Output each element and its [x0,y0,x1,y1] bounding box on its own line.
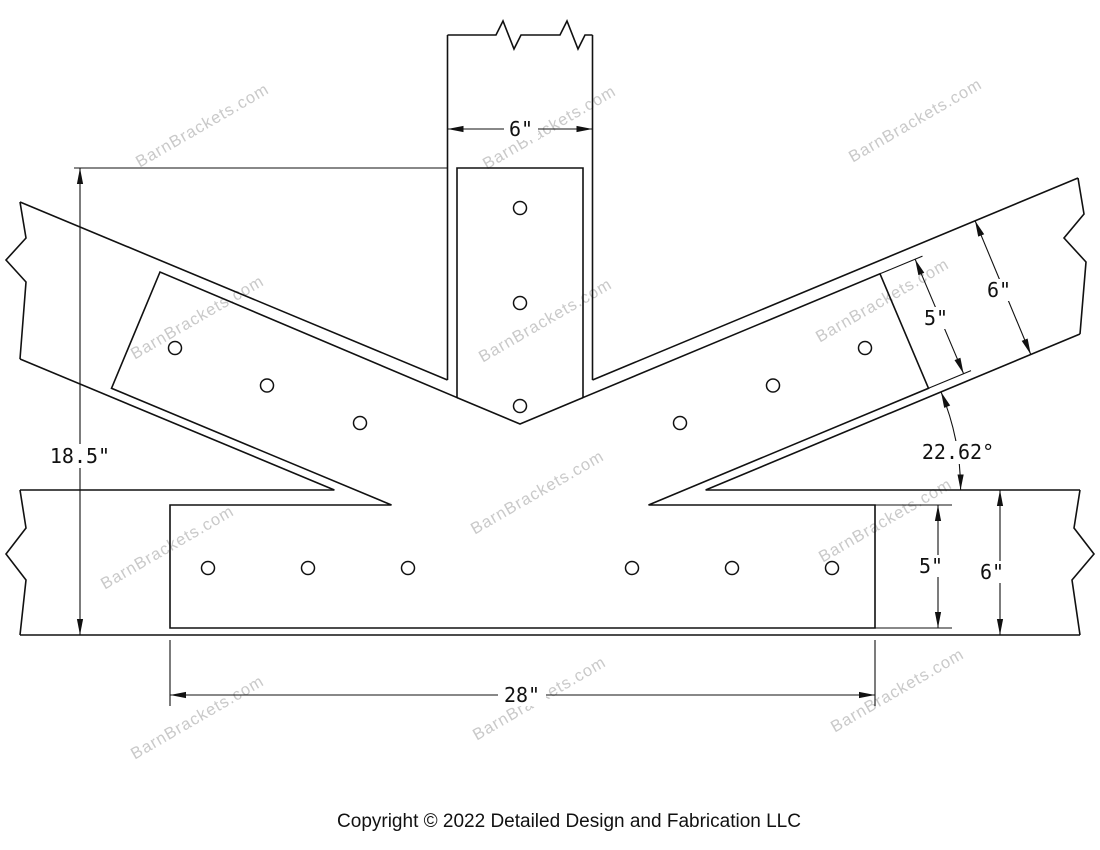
bolt-hole [167,340,183,356]
dim-post-width-label: 6" [509,117,533,141]
dimension-arrows [76,125,1031,699]
arrow [447,125,464,133]
timber-outline [4,19,1096,636]
arrow [576,125,593,133]
left-brace-top-edge [19,201,448,381]
watermark: BarnBrackets.com [128,272,268,363]
bolt-hole [300,560,316,576]
watermark: BarnBrackets.com [468,447,608,538]
watermark: BarnBrackets.com [128,672,268,763]
left-brace-bottom-edge [19,358,335,491]
dim-plate-length-label: 28" [504,683,540,707]
beam-left-break-line [4,489,27,636]
watermark: BarnBrackets.com [476,275,616,366]
arrow [915,259,925,276]
dim-diag-plate-ext-top [879,255,923,275]
arrow [941,391,951,408]
dim-diag-plate-ext-bottom [928,370,972,389]
bolt-holes [167,200,873,576]
right-brace-top-edge [592,177,1079,381]
left-brace-break-line [4,201,27,360]
watermark: BarnBrackets.com [813,255,953,346]
watermark: BarnBrackets.com [133,80,273,171]
watermark: BarnBrackets.com [480,82,620,173]
post-top-break-line [447,19,593,51]
bolt-hole [400,560,416,576]
arrow [934,612,942,628]
dimension-texts: 6" 18.5" 28" 5" 6" 5" 6" 22.62° [50,117,1011,707]
dim-plate-height-label: 5" [919,554,943,578]
bolt-hole [765,378,781,393]
plate-center-notch [456,396,584,425]
watermark: BarnBrackets.com [846,75,986,166]
right-brace-bottom-edge [705,333,1081,491]
bolt-hole [512,200,528,216]
plate-outline [110,167,930,629]
bolt-hole [259,378,275,393]
dim-beam-height-label: 6" [980,560,1004,584]
bolt-hole [857,340,873,356]
right-brace-break-line [1062,177,1087,335]
arrow [1021,338,1031,355]
bracket-plate-outline [110,167,930,629]
watermark: BarnBrackets.com [98,502,238,593]
bolt-hole [724,560,740,576]
arrow [957,474,964,490]
dim-overall-height-label: 18.5" [50,444,110,468]
arrow [934,505,942,521]
arrow [76,619,84,635]
arrow [996,490,1004,506]
dim-diag-beam-width-label: 6" [987,278,1011,302]
bolt-hole [352,415,368,431]
copyright-text: Copyright © 2022 Detailed Design and Fab… [337,811,801,832]
dimension-text-masks [46,118,1014,706]
arrow [996,619,1004,635]
bolt-hole [512,398,528,414]
dimension-lines [74,128,1032,706]
bolt-hole [672,415,688,431]
arrow [859,691,875,699]
bolt-hole [512,295,528,311]
watermark-layer: BarnBrackets.com BarnBrackets.com BarnBr… [98,75,986,763]
arrow [76,168,84,184]
dim-brace-angle-label: 22.62° [922,440,994,464]
arrow [170,691,186,699]
bolt-hole [624,560,640,576]
watermark: BarnBrackets.com [816,475,956,566]
arrow [975,220,985,237]
bolt-hole [824,560,840,576]
watermark: BarnBrackets.com [828,645,968,736]
dim-diag-plate-width-label: 5" [924,306,948,330]
bolt-hole [200,560,216,576]
beam-right-break-line [1071,489,1096,636]
arrow [954,357,964,374]
